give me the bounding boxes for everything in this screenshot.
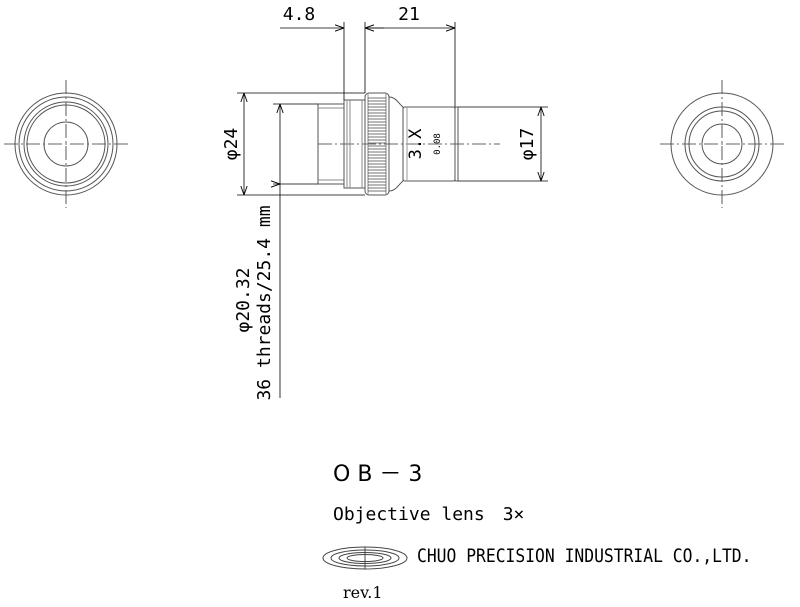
thread-spec-label: 36 threads/25.4 mm [254, 205, 275, 400]
tip-diameter-label: φ17 [517, 128, 538, 161]
dimension-tip-diameter [458, 106, 548, 182]
revision-label: rev.1 [343, 583, 383, 602]
magnification-marking: 3.X [406, 128, 426, 159]
lens-side-view [317, 92, 500, 196]
dimension-outer-diameter [237, 92, 365, 196]
right-end-view [660, 80, 784, 208]
body-length-label: 21 [398, 4, 420, 25]
thread-diameter-label: φ20.32 [233, 267, 254, 332]
aperture-marking: 0.08 [433, 133, 443, 155]
part-code: OB－3 [333, 462, 430, 487]
company-logo-icon [322, 546, 408, 570]
dimension-thread [273, 103, 318, 398]
dimension-body-length [365, 22, 456, 107]
knurl-lines [368, 97, 386, 192]
flange-width-label: 4.8 [283, 4, 316, 25]
dimension-flange-width [280, 22, 384, 100]
outer-diameter-label: φ24 [221, 128, 242, 161]
left-end-view [4, 80, 128, 208]
part-description: Objective lens 3× [333, 504, 525, 525]
company-name: CHUO PRECISION INDUSTRIAL CO.,LTD. [417, 545, 752, 567]
